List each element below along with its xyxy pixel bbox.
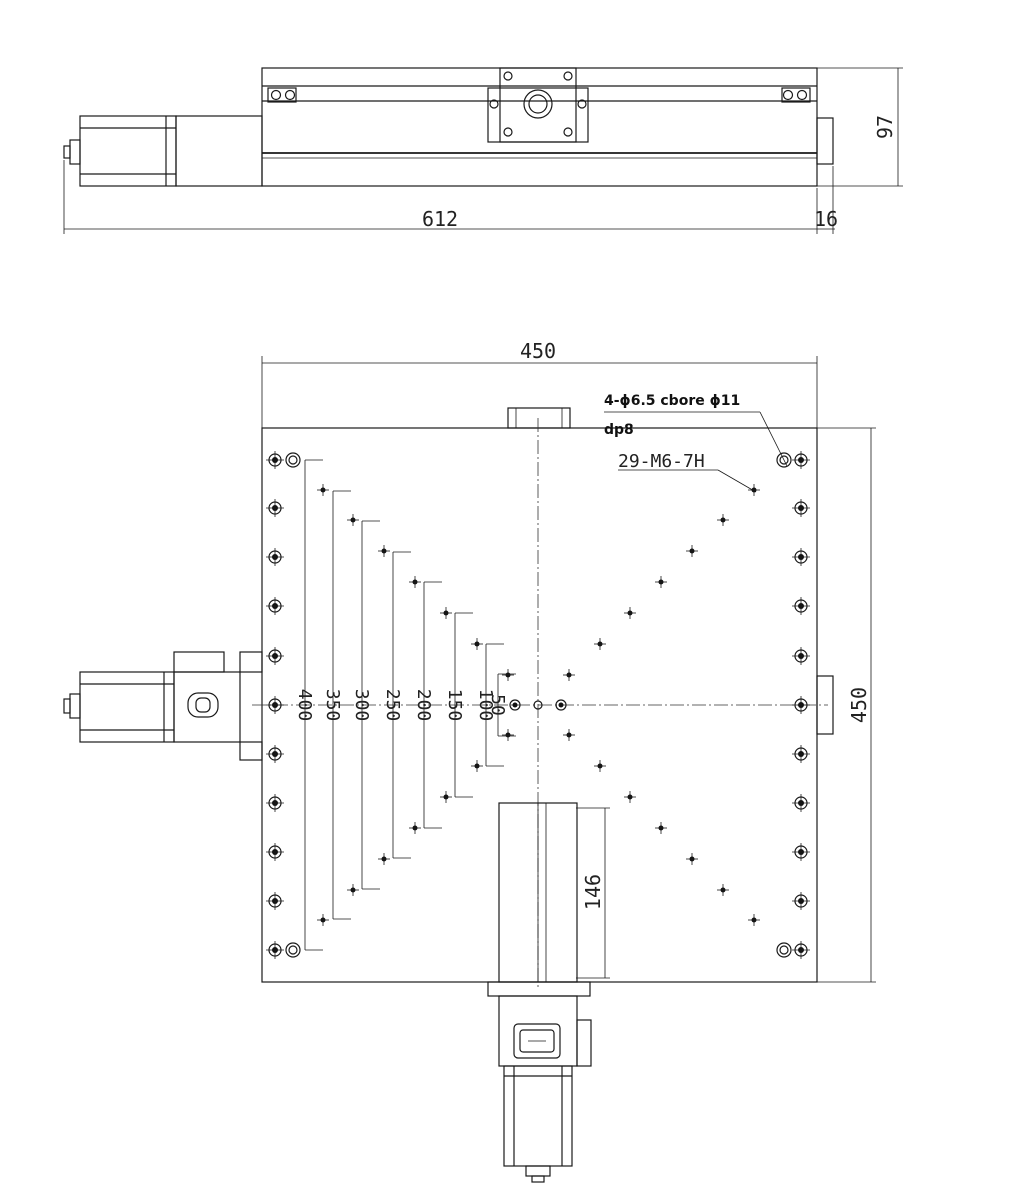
tapped-hole: [378, 545, 390, 557]
mounting-hole-right: [792, 745, 810, 763]
mounting-hole-right: [792, 499, 810, 517]
tapped-hole: [347, 884, 359, 896]
mounting-hole-right: [792, 941, 810, 959]
tapped-hole: [563, 729, 575, 741]
mounting-hole-left: [266, 794, 284, 812]
mounting-hole-right: [792, 647, 810, 665]
tapped-hole: [563, 669, 575, 681]
spacing-bracket: [392, 551, 411, 859]
counterbore-hole: [776, 942, 792, 958]
tapped-hole: [317, 914, 329, 926]
spacing-bracket: [454, 612, 473, 798]
spacing-label: 350: [322, 689, 343, 722]
tapped-hole: [686, 545, 698, 557]
mounting-hole-left: [266, 696, 284, 714]
mounting-hole-left: [266, 451, 284, 469]
counterbore-hole: [285, 942, 301, 958]
tapped-hole: [748, 914, 760, 926]
counterbore-note: 4-ϕ6.5 cbore ϕ11: [604, 393, 740, 409]
side-motor: [79, 115, 177, 187]
tapped-hole: [502, 669, 514, 681]
tapped-hole: [717, 514, 729, 526]
tapped-hole: [717, 884, 729, 896]
counterbore-hole: [285, 452, 301, 468]
mounting-hole-left: [266, 892, 284, 910]
side-view: [63, 67, 903, 234]
tapped-hole: [347, 514, 359, 526]
mounting-hole-left: [266, 647, 284, 665]
x-motor-coupler: [173, 671, 241, 743]
thread-note: 29-M6-7H: [618, 451, 705, 472]
top-view: [63, 356, 876, 1183]
spacing-bracket: [304, 459, 323, 951]
tapped-hole: [440, 791, 452, 803]
mounting-hole-left: [266, 597, 284, 615]
spacing-label: 250: [382, 689, 403, 722]
side-coupler: [175, 115, 263, 187]
counterbore-depth-note: dp8: [604, 422, 634, 438]
spacing-bracket: [361, 520, 380, 890]
tapped-hole: [378, 853, 390, 865]
mounting-hole-right: [792, 794, 810, 812]
mounting-hole-right: [792, 696, 810, 714]
tapped-hole: [624, 791, 636, 803]
spacing-bracket: [423, 581, 442, 829]
side-offset-dimension: 16: [814, 207, 838, 231]
spacing-label: 200: [413, 689, 434, 722]
x-motor-port: [187, 692, 219, 718]
top-connector-tab: [507, 407, 571, 429]
mounting-hole-left: [266, 745, 284, 763]
top-height-dimension: 450: [847, 687, 871, 723]
spacing-label: 400: [294, 689, 315, 722]
tapped-hole: [655, 822, 667, 834]
mounting-hole-left: [266, 548, 284, 566]
mounting-hole-right: [792, 843, 810, 861]
mounting-hole-left: [266, 941, 284, 959]
tapped-hole: [409, 576, 421, 588]
mounting-hole-right: [792, 548, 810, 566]
spacing-bracket: [332, 490, 351, 920]
tapped-hole: [471, 638, 483, 650]
tapped-hole: [409, 822, 421, 834]
tapped-hole: [440, 607, 452, 619]
tapped-hole: [655, 576, 667, 588]
spacing-bracket: [497, 673, 516, 737]
spacing-brackets: [304, 459, 516, 951]
y-motor-coupler: [498, 995, 578, 1067]
side-height-dimension: 97: [873, 115, 897, 139]
tapped-hole: [686, 853, 698, 865]
spacing-bracket: [485, 643, 504, 767]
counterbore-hole: [776, 452, 792, 468]
side-length-dimension: 612: [422, 207, 458, 231]
mounting-hole-left: [266, 499, 284, 517]
tapped-hole: [471, 760, 483, 772]
spacing-label: 100: [475, 689, 496, 722]
tapped-hole: [594, 638, 606, 650]
tapped-hole: [502, 729, 514, 741]
tapped-hole: [624, 607, 636, 619]
tapped-hole: [748, 484, 760, 496]
spacing-label: 300: [351, 689, 372, 722]
tapped-hole: [594, 760, 606, 772]
tapped-hole: [317, 484, 329, 496]
top-width-dimension: 450: [520, 339, 556, 363]
mounting-hole-right: [792, 597, 810, 615]
motor-block-dimension: 146: [581, 874, 605, 910]
mounting-hole-right: [792, 451, 810, 469]
x-motor: [79, 671, 175, 743]
mounting-hole-left: [266, 843, 284, 861]
mounting-hole-right: [792, 892, 810, 910]
spacing-label: 150: [444, 689, 465, 722]
spacing-label: 50: [487, 694, 508, 716]
